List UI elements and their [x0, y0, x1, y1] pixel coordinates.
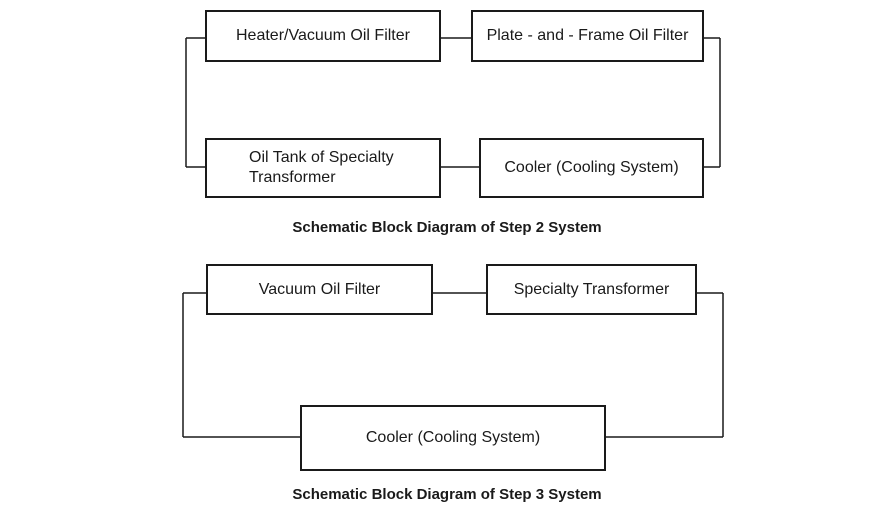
- step2-cooler-box: Cooler (Cooling System): [479, 138, 704, 198]
- heater-vacuum-oil-filter-label: Heater/Vacuum Oil Filter: [236, 27, 410, 44]
- step3-caption: Schematic Block Diagram of Step 3 System: [292, 486, 602, 503]
- specialty-transformer-box: Specialty Transformer: [486, 264, 697, 315]
- step3-cooler-label: Cooler (Cooling System): [365, 429, 541, 446]
- heater-vacuum-oil-filter-box: Heater/Vacuum Oil Filter: [205, 10, 441, 62]
- oil-tank-label: Oil Tank of Specialty Transformer: [249, 149, 394, 186]
- plate-frame-oil-filter-box: Plate - and - Frame Oil Filter: [471, 10, 704, 62]
- step2-cooler-label: Cooler (Cooling System): [504, 159, 679, 176]
- specialty-transformer-label: Specialty Transformer: [513, 280, 670, 298]
- oil-tank-box: Oil Tank of Specialty Transformer: [205, 138, 441, 198]
- step2-caption: Schematic Block Diagram of Step 2 System: [292, 219, 602, 236]
- vacuum-oil-filter-box: Vacuum Oil Filter: [206, 264, 433, 315]
- plate-frame-oil-filter-label: Plate - and - Frame Oil Filter: [486, 27, 689, 44]
- step3-cooler-box: Cooler (Cooling System): [300, 405, 606, 471]
- vacuum-oil-filter-label: Vacuum Oil Filter: [258, 280, 381, 298]
